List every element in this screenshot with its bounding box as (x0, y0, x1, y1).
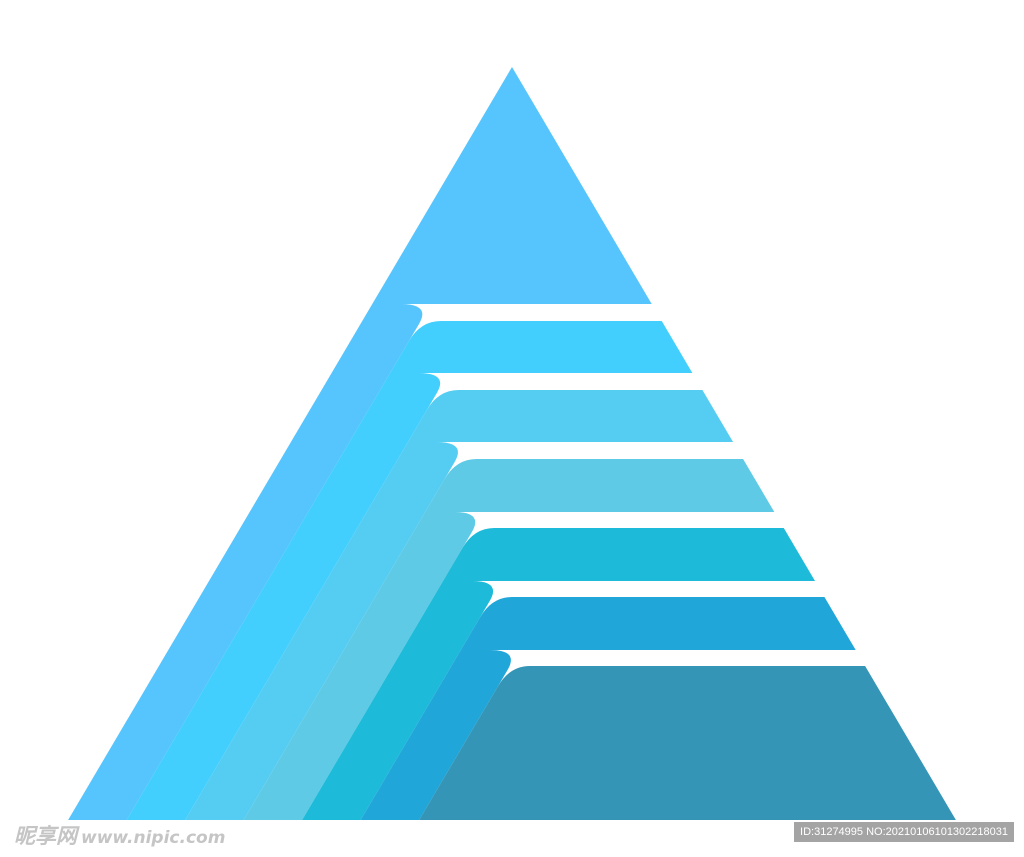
pyramid-layer-5 (302, 528, 816, 820)
pyramid-layer-3 (185, 390, 734, 820)
watermark-site-url: www.nipic.com (81, 828, 226, 848)
pyramid-layer-1 (68, 67, 652, 820)
watermark-site-name: 昵享网 (14, 824, 77, 848)
pyramid-layer-4 (243, 459, 775, 820)
pyramid-layer-7 (419, 666, 956, 820)
pyramid-layer-6 (360, 597, 856, 820)
image-id-watermark: ID:31274995 NO:20210106101302218031 (794, 822, 1014, 842)
pyramid-layer-2 (126, 321, 693, 820)
